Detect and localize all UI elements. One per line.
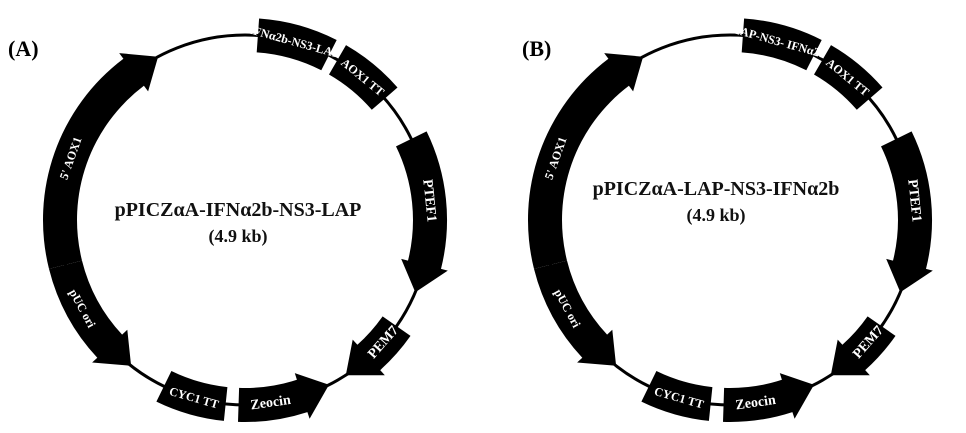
feature-aox1: 5' AOX1 <box>527 53 644 269</box>
panel-label: (A) <box>8 36 39 61</box>
feature-zeocin: Zeocin <box>238 373 329 423</box>
feature-shape <box>830 316 896 376</box>
panel-label: (B) <box>522 36 551 61</box>
feature-shape <box>345 316 411 376</box>
feature-shape <box>156 371 228 421</box>
feature-shape <box>814 45 883 110</box>
plasmid-name: pPICZαA-LAP-NS3-IFNα2b <box>593 178 840 200</box>
feature-aox1: 5' AOX1 <box>42 53 159 269</box>
feature-shape <box>534 260 617 366</box>
feature-ptef1: PTEF1 <box>881 131 933 293</box>
feature-insert: IFNα2b-NS3-LAP <box>248 18 341 71</box>
feature-cyc1tt: CYC1 TT <box>641 371 713 421</box>
plasmid-name: pPICZαA-IFNα2b-NS3-LAP <box>115 199 362 221</box>
feature-label-ptef1: PTEF1 <box>904 179 923 223</box>
feature-cyc1tt: CYC1 TT <box>156 371 228 421</box>
feature-shape <box>641 371 713 421</box>
feature-label-zeocin: Zeocin <box>735 393 777 414</box>
feature-insert: LAP-NS3- IFNα2b <box>731 18 828 71</box>
plasmid-size: (4.9 kb) <box>686 205 745 226</box>
feature-label-ptef1: PTEF1 <box>419 179 438 223</box>
feature-shape <box>741 18 822 71</box>
feature-label-zeocin: Zeocin <box>250 393 292 414</box>
feature-ptef1: PTEF1 <box>396 131 448 293</box>
feature-shape <box>396 131 448 293</box>
feature-shape <box>329 45 398 110</box>
feature-shape <box>238 373 329 423</box>
feature-shape <box>527 53 644 269</box>
plasmid-size: (4.9 kb) <box>208 226 267 247</box>
feature-pem7: PEM7 <box>345 316 411 376</box>
feature-puc: pUC ori <box>49 260 132 366</box>
feature-shape <box>49 260 132 366</box>
feature-zeocin: Zeocin <box>723 373 814 423</box>
feature-puc: pUC ori <box>534 260 617 366</box>
feature-shape <box>42 53 159 269</box>
feature-pem7: PEM7 <box>830 316 896 376</box>
feature-shape <box>723 373 814 423</box>
feature-shape <box>256 18 337 71</box>
feature-shape <box>881 131 933 293</box>
